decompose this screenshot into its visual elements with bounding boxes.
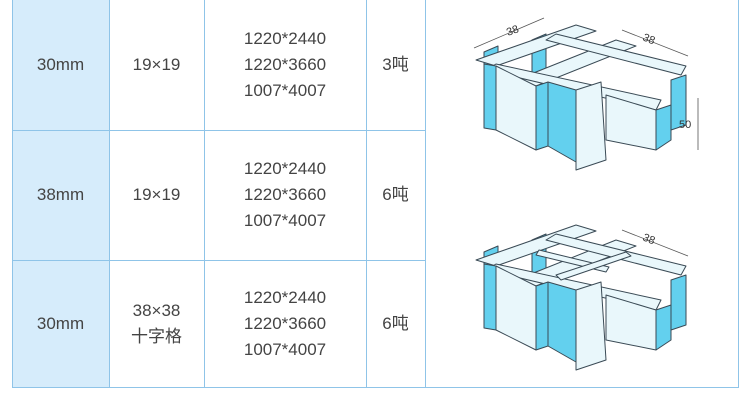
row2-sizes: 1220*2440 1220*3660 1007*4007 (204, 130, 366, 260)
row1-mesh: 19×19 (109, 0, 204, 130)
row3-size-2: 1220*3660 (243, 314, 327, 333)
grid-hline-1 (12, 130, 425, 131)
top-dim-width-label: 38 (505, 23, 521, 38)
bottom-bar-d (545, 233, 687, 276)
row3-thickness-text: 30mm (36, 314, 85, 333)
row3-mesh-line1: 38×38 (132, 301, 181, 320)
row3-size-3: 1007*4007 (243, 340, 327, 359)
grating-diagram-bottom: 38 (475, 224, 689, 371)
top-front-slab-4 (547, 81, 577, 163)
grid-vline-1 (109, 0, 110, 388)
row3-mesh: 38×38 十字格 (109, 260, 204, 388)
row1-thickness-text: 30mm (36, 55, 85, 74)
row1-size-2: 1220*3660 (243, 55, 327, 74)
row3-mesh-line2: 十字格 (131, 327, 182, 346)
top-front-slab-3 (535, 81, 549, 151)
bottom-front-slab-1 (483, 263, 497, 331)
row3-load-text: 6吨 (382, 314, 409, 333)
top-front-slab-7 (655, 104, 672, 151)
row1-thickness: 30mm (12, 0, 109, 130)
row2-load: 6吨 (366, 130, 425, 260)
top-front-slab-8 (670, 74, 687, 131)
grid-hline-2 (12, 260, 425, 261)
top-bar-d (545, 33, 687, 76)
table-right-border (738, 0, 739, 388)
row2-thickness-text: 38mm (36, 185, 85, 204)
row1-size-3: 1007*4007 (243, 81, 327, 100)
grating-diagram-top: 38 38 50 (473, 17, 699, 171)
bottom-front-slab-8 (670, 274, 687, 331)
row3-load: 6吨 (366, 260, 425, 388)
grid-vline-4 (425, 0, 426, 388)
bottom-inner-bar-2 (555, 251, 632, 281)
top-bar-a (475, 24, 597, 67)
top-dim-depth-label: 38 (641, 32, 657, 48)
bottom-dim-depth-label: 38 (641, 232, 657, 248)
row3-thickness: 30mm (12, 260, 109, 388)
grid-vline-3 (366, 0, 367, 388)
grid-vline-2 (204, 0, 205, 388)
table-bottom-border (12, 387, 739, 388)
bottom-front-slab-7 (655, 304, 672, 351)
row2-size-3: 1007*4007 (243, 211, 327, 230)
row2-mesh-line1: 19×19 (132, 185, 181, 204)
row1-size-1: 1220*2440 (243, 29, 327, 48)
row1-load: 3吨 (366, 0, 425, 130)
top-front-slab-1 (483, 63, 497, 131)
bottom-front-slab-5 (575, 281, 607, 371)
bottom-front-slab-3 (535, 281, 549, 351)
spec-table: 30mm 19×19 1220*2440 1220*3660 1007*4007… (12, 0, 426, 388)
bottom-front-slab-4 (547, 281, 577, 363)
top-dim-height-label: 50 (679, 119, 691, 131)
row1-load-text: 3吨 (382, 55, 409, 74)
grid-vline-0 (12, 0, 13, 388)
bottom-bar-a (475, 224, 597, 267)
row3-sizes: 1220*2440 1220*3660 1007*4007 (204, 260, 366, 388)
row2-load-text: 6吨 (382, 185, 409, 204)
top-front-slab-5 (575, 81, 607, 171)
row1-sizes: 1220*2440 1220*3660 1007*4007 (204, 0, 366, 130)
row1-mesh-line1: 19×19 (132, 55, 181, 74)
row2-mesh: 19×19 (109, 130, 204, 260)
row2-thickness: 38mm (12, 130, 109, 260)
row3-size-1: 1220*2440 (243, 288, 327, 307)
thickness-column (12, 0, 109, 388)
row2-size-1: 1220*2440 (243, 159, 327, 178)
row2-size-2: 1220*3660 (243, 185, 327, 204)
grating-figures: 38 38 50 38 (426, 0, 738, 388)
